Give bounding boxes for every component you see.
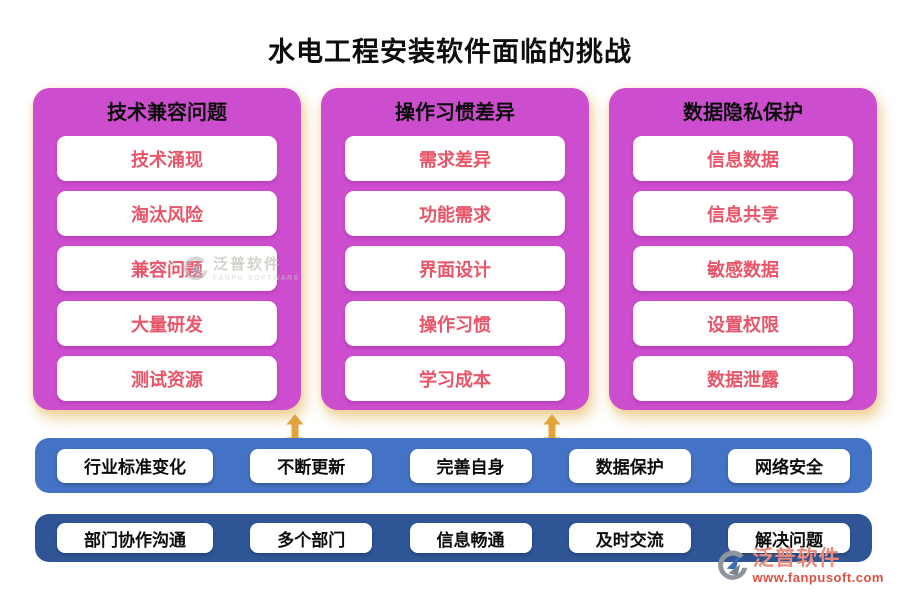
column-header: 技术兼容问题 bbox=[107, 102, 227, 124]
response-bar-collaboration: 部门协作沟通 多个部门 信息畅通 及时交流 解决问题 bbox=[35, 514, 872, 562]
challenge-columns: 技术兼容问题 技术涌现 淘汰风险 兼容问题 大量研发 测试资源 操作习惯差异 需… bbox=[33, 88, 877, 410]
bar-pill: 行业标准变化 bbox=[57, 448, 213, 483]
column-item: 兼容问题 bbox=[57, 246, 277, 291]
bar-pill: 完善自身 bbox=[409, 448, 532, 483]
page-title: 水电工程安装软件面临的挑战 bbox=[268, 37, 632, 67]
column-item: 界面设计 bbox=[345, 246, 565, 291]
column-item: 学习成本 bbox=[345, 356, 565, 401]
column-item: 技术涌现 bbox=[57, 136, 277, 181]
bar-pill: 数据保护 bbox=[568, 448, 691, 483]
column-item: 大量研发 bbox=[57, 301, 277, 346]
bar-pill: 信息畅通 bbox=[409, 523, 532, 553]
bar-pill: 及时交流 bbox=[568, 523, 691, 553]
column-item: 敏感数据 bbox=[633, 246, 853, 291]
bar-pill: 网络安全 bbox=[728, 448, 850, 483]
column-item: 设置权限 bbox=[633, 301, 853, 346]
column-operation-habits: 操作习惯差异 需求差异 功能需求 界面设计 操作习惯 学习成本 bbox=[321, 88, 589, 410]
bar-pill: 多个部门 bbox=[250, 523, 373, 553]
column-item: 信息共享 bbox=[633, 191, 853, 236]
column-item: 数据泄露 bbox=[633, 356, 853, 401]
bar-pill: 不断更新 bbox=[250, 448, 373, 483]
response-bar-update: 行业标准变化 不断更新 完善自身 数据保护 网络安全 bbox=[35, 438, 872, 493]
column-header: 数据隐私保护 bbox=[683, 102, 803, 124]
column-data-privacy: 数据隐私保护 信息数据 信息共享 敏感数据 设置权限 数据泄露 bbox=[609, 88, 877, 410]
bar-pill: 解决问题 bbox=[728, 523, 850, 553]
bar-pill: 部门协作沟通 bbox=[57, 523, 213, 553]
column-item: 淘汰风险 bbox=[57, 191, 277, 236]
column-item: 功能需求 bbox=[345, 191, 565, 236]
watermark-url: www.fanpusoft.com bbox=[752, 570, 884, 585]
column-tech-compatibility: 技术兼容问题 技术涌现 淘汰风险 兼容问题 大量研发 测试资源 bbox=[33, 88, 301, 410]
column-item: 需求差异 bbox=[345, 136, 565, 181]
column-item: 测试资源 bbox=[57, 356, 277, 401]
column-item: 信息数据 bbox=[633, 136, 853, 181]
column-item: 操作习惯 bbox=[345, 301, 565, 346]
column-header: 操作习惯差异 bbox=[395, 102, 515, 124]
